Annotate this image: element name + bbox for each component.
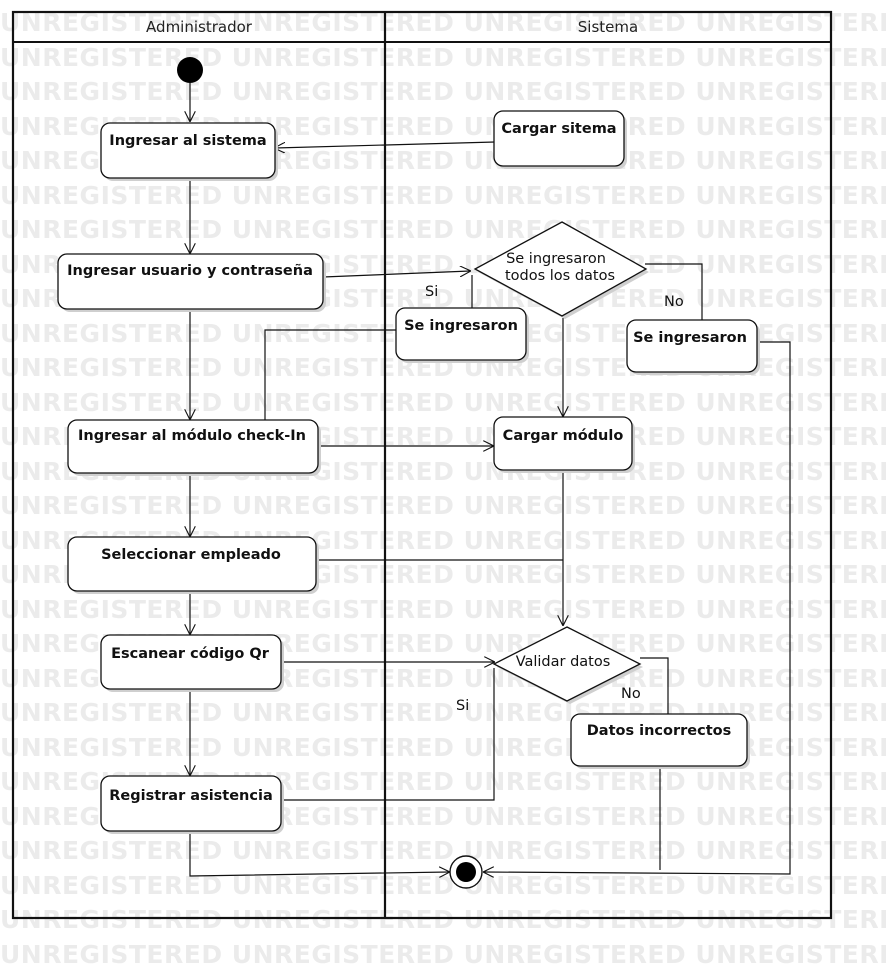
decision-label-line1: Se ingresaron <box>506 251 606 267</box>
activity-label: Cargar sitema <box>501 121 616 137</box>
lane-administrador-title: Administrador <box>146 18 253 36</box>
decision-label-line2: todos los datos <box>505 268 615 284</box>
activity-label: Se ingresaron <box>633 330 747 346</box>
activity-label: Ingresar al sistema <box>109 133 266 149</box>
activity-label: Se ingresaron <box>404 318 518 334</box>
activity-label: Seleccionar empleado <box>101 547 281 563</box>
activity-label: Ingresar al módulo check-In <box>78 428 306 444</box>
activity-datos-incorrectos: Datos incorrectos <box>570 713 750 769</box>
edge-label-no-1: No <box>664 294 684 310</box>
lane-sistema-title: Sistema <box>578 18 638 36</box>
edges <box>189 83 791 876</box>
activity-ingresar-usuario: Ingresar usuario y contraseña <box>57 253 326 312</box>
activity-registrar-asistencia: Registrar asistencia <box>100 775 284 834</box>
activity-label: Datos incorrectos <box>587 723 732 739</box>
edge-se-ingresaron-to-modulo <box>264 329 398 420</box>
decision-label: Validar datos <box>516 654 611 670</box>
activity-ingresar-sistema: Ingresar al sistema <box>100 122 278 181</box>
activity-cargar-sistema: Cargar sitema <box>493 110 627 169</box>
activity-seleccionar-empleado: Seleccionar empleado <box>67 536 319 594</box>
edge-registrar-to-end <box>189 833 449 876</box>
activity-label: Registrar asistencia <box>109 788 273 804</box>
edge-label-no-2: No <box>621 686 641 702</box>
edge-se-ingresaron-no-to-end <box>484 341 791 874</box>
edge-usuario-to-decision <box>322 271 470 278</box>
decision-datos: Se ingresaron todos los datos <box>473 221 649 319</box>
edge-validar-si-to-registrar <box>281 668 495 801</box>
activity-label: Cargar módulo <box>503 428 624 444</box>
activity-label: Escanear código Qr <box>111 646 270 662</box>
edge-cargar-to-ingresar <box>275 141 496 148</box>
activity-se-ingresaron-si: Se ingresaron <box>395 307 529 363</box>
end-node <box>449 855 483 889</box>
activity-escanear-qr: Escanear código Qr <box>100 634 284 692</box>
edge-label-si-1: Si <box>425 284 438 300</box>
swimlane-frame <box>11 10 833 920</box>
activity-ingresar-modulo: Ingresar al módulo check-In <box>67 419 321 476</box>
activity-label: Ingresar usuario y contraseña <box>67 263 313 279</box>
edge-validar-to-incorrectos <box>640 657 669 714</box>
swimlanes: Administrador Sistema <box>11 10 833 920</box>
start-node <box>177 57 203 83</box>
decision-validar-datos: Validar datos <box>492 626 643 704</box>
activity-se-ingresaron-no: Se ingresaron <box>626 319 760 375</box>
edge-label-si-2: Si <box>456 698 469 714</box>
activity-cargar-modulo: Cargar módulo <box>493 416 635 473</box>
edge-labels: Si No No Si <box>425 284 684 714</box>
edge-decision-to-se-ingresaron-no <box>645 263 703 320</box>
